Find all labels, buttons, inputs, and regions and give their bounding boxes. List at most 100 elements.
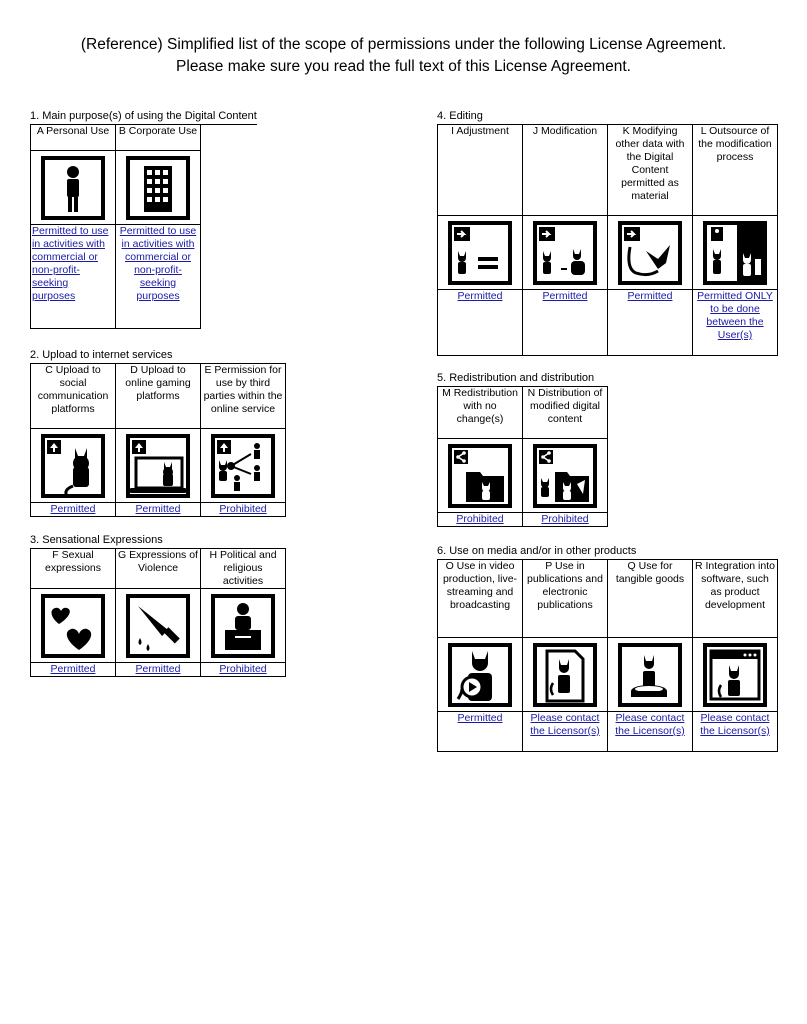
title-line-1: (Reference) Simplified list of the scope… (80, 36, 727, 53)
icon-cell (523, 216, 607, 290)
status-text: Permitted to use in activities with comm… (31, 225, 115, 329)
podium-icon (211, 593, 275, 658)
column-violence: G Expressions of Violence Permitted (116, 549, 201, 677)
column-header: H Political and religious activities (201, 549, 285, 589)
status-text: Permitted (523, 290, 607, 356)
column-header: J Modification (523, 125, 607, 216)
column-header: A Personal Use (31, 125, 115, 151)
building-icon (126, 155, 190, 220)
column-header: I Adjustment (438, 125, 522, 216)
section-title: 4. Editing (437, 110, 483, 122)
icon-cell (438, 216, 522, 290)
icon-cell (31, 429, 115, 503)
icon-cell (116, 151, 200, 225)
icon-cell (116, 589, 200, 663)
adjustment-icon (448, 220, 512, 285)
column-modification: J Modification Permitted (523, 125, 608, 356)
status-text: Please contact the Licensor(s) (523, 712, 607, 752)
column-header: E Permission for use by third parties wi… (201, 364, 285, 429)
outsource-icon (703, 220, 767, 285)
section-editing: 4. Editing I Adjustment Permitted J Modi… (437, 110, 778, 356)
icon-cell (693, 638, 777, 712)
status-text: Permitted ONLY to be done between the Us… (693, 290, 777, 356)
title-line-2: Please make sure you read the full text … (176, 58, 631, 75)
icon-cell (31, 151, 115, 225)
status-text: Permitted (608, 290, 692, 356)
icon-cell (608, 216, 692, 290)
column-corporate-use: B Corporate Use Permitted to use in acti… (116, 125, 201, 329)
status-text: Prohibited (438, 513, 522, 527)
section-sensational: 3. Sensational Expressions F Sexual expr… (30, 534, 286, 677)
section-title: 1. Main purpose(s) of using the Digital … (30, 110, 257, 122)
column-software-integration: R Integration into software, such as pro… (693, 560, 778, 752)
modified-distribution-icon (533, 443, 597, 508)
column-tangible-goods: Q Use for tangible goods Please contact … (608, 560, 693, 752)
column-gaming-upload: D Upload to online gaming platforms Perm… (116, 364, 201, 517)
icon-cell (693, 216, 777, 290)
column-header: L Outsource of the modification process (693, 125, 777, 216)
section-media-products: 6. Use on media and/or in other products… (437, 545, 778, 752)
icon-cell (523, 439, 607, 513)
column-header: D Upload to online gaming platforms (116, 364, 200, 429)
goods-icon (618, 642, 682, 707)
column-header: K Modifying other data with the Digital … (608, 125, 692, 216)
column-header: Q Use for tangible goods (608, 560, 692, 638)
knife-icon (126, 593, 190, 658)
status-text: Permitted (438, 290, 522, 356)
section-title: 6. Use on media and/or in other products (437, 545, 637, 557)
column-header: B Corporate Use (116, 125, 200, 151)
column-personal-use: A Personal Use Permitted to use in activ… (31, 125, 116, 329)
column-header: F Sexual expressions (31, 549, 115, 589)
status-text: Permitted (116, 663, 200, 677)
status-text: Prohibited (201, 663, 285, 677)
section-redistribution: 5. Redistribution and distribution M Red… (437, 372, 608, 527)
column-modified-distribution: N Distribution of modified digital conte… (523, 387, 608, 527)
column-header: N Distribution of modified digital conte… (523, 387, 607, 439)
status-text: Please contact the Licensor(s) (608, 712, 692, 752)
status-text: Permitted (438, 712, 522, 752)
section-title: 2. Upload to internet services (30, 349, 173, 361)
column-third-party: E Permission for use by third parties wi… (201, 364, 286, 517)
video-icon (448, 642, 512, 707)
section-main-purpose: 1. Main purpose(s) of using the Digital … (30, 110, 257, 329)
modification-icon (533, 220, 597, 285)
column-adjustment: I Adjustment Permitted (438, 125, 523, 356)
column-video-production: O Use in video production, live-streamin… (438, 560, 523, 752)
icon-cell (201, 429, 285, 503)
column-outsource: L Outsource of the modification process … (693, 125, 778, 356)
column-modifying-other-data: K Modifying other data with the Digital … (608, 125, 693, 356)
gaming-upload-icon (126, 433, 190, 498)
column-redistribution: M Redistribution with no change(s) Prohi… (438, 387, 523, 527)
status-text: Permitted (31, 663, 115, 677)
icon-cell (116, 429, 200, 503)
column-header: C Upload to social communication platfor… (31, 364, 115, 429)
status-text: Permitted to use in activities with comm… (116, 225, 200, 329)
status-text: Permitted (116, 503, 200, 517)
section-title: 5. Redistribution and distribution (437, 372, 595, 384)
status-text: Permitted (31, 503, 115, 517)
publication-icon (533, 642, 597, 707)
column-header: P Use in publications and electronic pub… (523, 560, 607, 638)
software-icon (703, 642, 767, 707)
material-icon (618, 220, 682, 285)
hearts-icon (41, 593, 105, 658)
column-header: O Use in video production, live-streamin… (438, 560, 522, 638)
icon-cell (608, 638, 692, 712)
redistribution-icon (448, 443, 512, 508)
section-title: 3. Sensational Expressions (30, 534, 163, 546)
third-party-share-icon (211, 433, 275, 498)
status-text: Please contact the Licensor(s) (693, 712, 777, 752)
icon-cell (31, 589, 115, 663)
person-icon (41, 155, 105, 220)
icon-cell (438, 638, 522, 712)
column-header: M Redistribution with no change(s) (438, 387, 522, 439)
status-text: Prohibited (201, 503, 285, 517)
column-header: G Expressions of Violence (116, 549, 200, 589)
icon-cell (523, 638, 607, 712)
section-upload: 2. Upload to internet services C Upload … (30, 349, 286, 517)
social-upload-icon (41, 433, 105, 498)
icon-cell (438, 439, 522, 513)
column-sexual-expressions: F Sexual expressions Permitted (31, 549, 116, 677)
column-social-upload: C Upload to social communication platfor… (31, 364, 116, 517)
column-political-religious: H Political and religious activities Pro… (201, 549, 286, 677)
